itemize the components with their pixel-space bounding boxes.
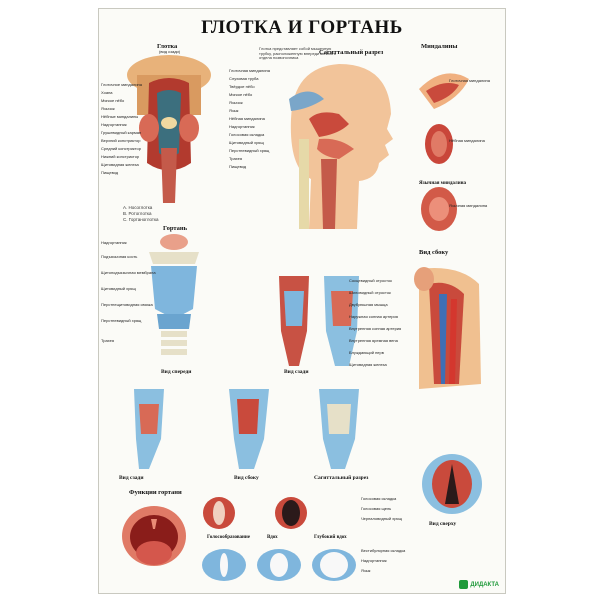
mouth-figure (122, 506, 186, 566)
label-left: Язычок (101, 106, 115, 111)
label-mid: Язык (229, 108, 239, 113)
caption-side-view: Вид сбоку (419, 249, 449, 256)
label-bottom: Голосовая щель (361, 506, 392, 511)
label-bottom: Черпаловидный хрящ (361, 516, 402, 521)
larynx-row3-figure (134, 389, 359, 469)
larynx-back-figure (279, 276, 359, 366)
caption-phonation: Голосообразование (207, 535, 251, 540)
caption-larynx: Гортань (163, 225, 188, 232)
label-left: Надгортанник (101, 122, 127, 127)
poster-sheet: ГЛОТКА И ГОРТАНЬ Глотка (вид сзади) Глот… (98, 8, 506, 594)
caption-pharynx-sub: (вид сзади) (159, 49, 181, 54)
label-side: Щитовидная железа (349, 362, 387, 367)
vocal-folds-top-figure (203, 497, 307, 529)
label-side: Внутренняя сонная артерия (349, 326, 402, 331)
label-larynx: Перстневидный хрящ (101, 318, 142, 323)
pharynx-posterior-figure (127, 55, 211, 203)
label-side: Шиловидный отросток (349, 290, 391, 295)
label-mid: Слуховая труба (229, 76, 259, 81)
caption-pharynx: Глотка (157, 43, 178, 50)
legend: A. Носоглотка B. Ротоглотка C. Гортаногл… (123, 205, 159, 223)
label-left: Верхний констриктор (101, 138, 141, 143)
label-left: Глоточное миндалина (101, 82, 142, 87)
caption-top-view: Вид сверху (429, 521, 457, 527)
label-mid: Твёрдое нёбо (229, 84, 255, 89)
label-tonsil: Нёбная миндалина (449, 138, 485, 143)
label-larynx: Перстнещитовидная связка (101, 302, 153, 307)
caption-side-view-2: Вид сбоку (234, 475, 259, 481)
label-mid: Щитовидный хрящ (229, 140, 264, 145)
publisher-logo: ДИДАКТА (459, 580, 499, 589)
label-mid: Перстневидный хрящ (229, 148, 270, 153)
label-mid: Глоточная миндалина (229, 68, 270, 73)
poster-title: ГЛОТКА И ГОРТАНЬ (201, 17, 403, 38)
legend-item: B. Ротоглотка (123, 210, 152, 216)
logo-text: ДИДАКТА (470, 582, 499, 589)
label-mid: Мягкое нёбо (229, 92, 253, 97)
label-larynx: Трахея (101, 338, 115, 343)
label-mid: Голосовая складка (229, 132, 265, 137)
label-tonsil: Язычная миндалина (449, 203, 488, 208)
label-larynx: Надгортанник (101, 240, 127, 245)
caption-deep-inhale: Глубокий вдох (314, 535, 347, 540)
label-left: Пищевод (101, 170, 119, 175)
label-left: Нёбные миндалины (101, 114, 139, 119)
caption-functions: Функции гортани (129, 489, 182, 496)
label-side: Блуждающий нерв (349, 350, 384, 355)
legend-item: A. Носоглотка (123, 205, 153, 210)
label-larynx: Щитоподъязычная мембрана (101, 270, 156, 275)
caption-sagittal: Сагиттальный разрез (319, 49, 384, 56)
caption-inhale: Вдох (267, 535, 278, 540)
label-left: Щитовидная железа (101, 162, 139, 167)
label-side: Двубрюшная мышца (349, 302, 388, 307)
label-bottom: Вестибулярная складка (361, 548, 406, 553)
label-left: Нижний констриктор (101, 154, 140, 159)
caption-front-view: Вид спереди (161, 369, 192, 375)
label-left: Мягкое нёбо (101, 98, 125, 103)
larynx-front-figure (149, 234, 199, 355)
label-left: Хоана (101, 90, 113, 95)
label-larynx: Щитовидный хрящ (101, 286, 136, 291)
intro-note: Глотка представляет собой мышечную трубк… (259, 46, 336, 61)
caption-tonsils: Миндалины (421, 43, 458, 50)
label-side: Сосцевидный отросток (349, 278, 392, 283)
label-mid: Нёбная миндалина (229, 116, 265, 121)
label-tonsil: Глоточная миндалина (449, 78, 490, 83)
larynx-top-figure (422, 454, 482, 514)
caption-back-view-2: Вид сзади (119, 475, 144, 481)
label-left: Грушевидный карман (101, 130, 142, 135)
label-left: Средний констриктор (101, 146, 141, 151)
caption-tongue-tonsil: Язычная миндалина (419, 181, 466, 186)
label-larynx: Подъязычная кость (101, 254, 138, 259)
label-mid: Надгортанник (229, 124, 255, 129)
label-mid: Трахея (229, 156, 243, 161)
label-side: Наружная сонная артерия (349, 314, 398, 319)
label-side: Внутренняя яремная вена (349, 338, 398, 343)
caption-sagittal-2: Сагиттальный разрез (314, 475, 369, 481)
vocal-folds-row-figure (202, 549, 356, 581)
legend-item: C. Гортаноглотка (123, 216, 159, 222)
label-mid: Язычок (229, 100, 243, 105)
sagittal-head-figure (289, 64, 393, 229)
caption-back-view: Вид сзади (284, 369, 309, 375)
logo-mark-icon (459, 580, 469, 589)
neck-side-figure (414, 267, 481, 389)
tonsils-figure (419, 73, 469, 231)
label-bottom: Надгортанник (361, 558, 387, 563)
label-bottom: Язык (361, 568, 371, 573)
label-bottom: Голосовая складка (361, 496, 397, 501)
label-mid: Пищевод (229, 164, 247, 169)
